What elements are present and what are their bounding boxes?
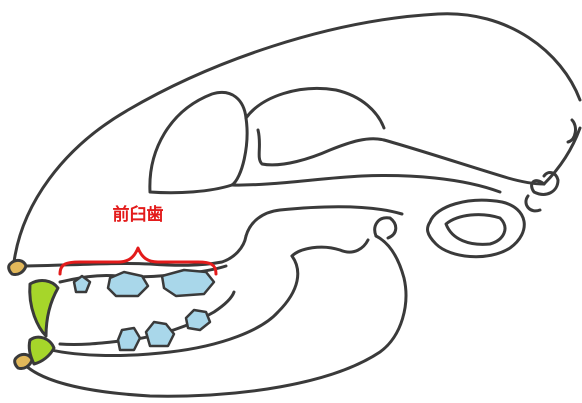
premolar-brace xyxy=(58,246,218,276)
cranium-outline xyxy=(12,12,582,264)
mandible-condyle xyxy=(373,216,398,240)
premolar-label: 前臼歯 xyxy=(113,204,164,225)
occipital-condyle xyxy=(530,171,560,196)
brow-ridge xyxy=(256,128,386,167)
upper-premolar-2 xyxy=(106,270,150,298)
mandible-inner xyxy=(42,254,300,357)
lower-canine xyxy=(29,337,54,364)
mastoid-process xyxy=(524,194,542,213)
zygomatic-lower-line xyxy=(230,174,502,194)
zygomatic-arch xyxy=(244,86,386,130)
upper-incisors-outline xyxy=(7,258,28,276)
lower-incisors-outline xyxy=(13,352,34,370)
lower-premolar-3 xyxy=(184,308,212,332)
cranium-back-outline xyxy=(542,126,582,186)
mandible-coronoid xyxy=(290,238,370,258)
eye-orbit xyxy=(148,91,249,195)
lower-premolar-1 xyxy=(116,326,142,352)
ear-opening xyxy=(426,198,526,259)
ear-inner xyxy=(444,213,507,246)
mandible-outline xyxy=(20,234,408,398)
lower-canine-outline xyxy=(27,335,56,366)
upper-canine-outline xyxy=(28,279,60,338)
upper-canine xyxy=(29,280,58,336)
upper-premolar-1 xyxy=(72,274,92,294)
upper-premolar-3 xyxy=(160,268,216,298)
maxilla-back xyxy=(244,205,404,238)
upper-jaw-line xyxy=(20,234,248,268)
occipital-back xyxy=(566,118,577,144)
lower-premolar-2 xyxy=(144,320,176,348)
